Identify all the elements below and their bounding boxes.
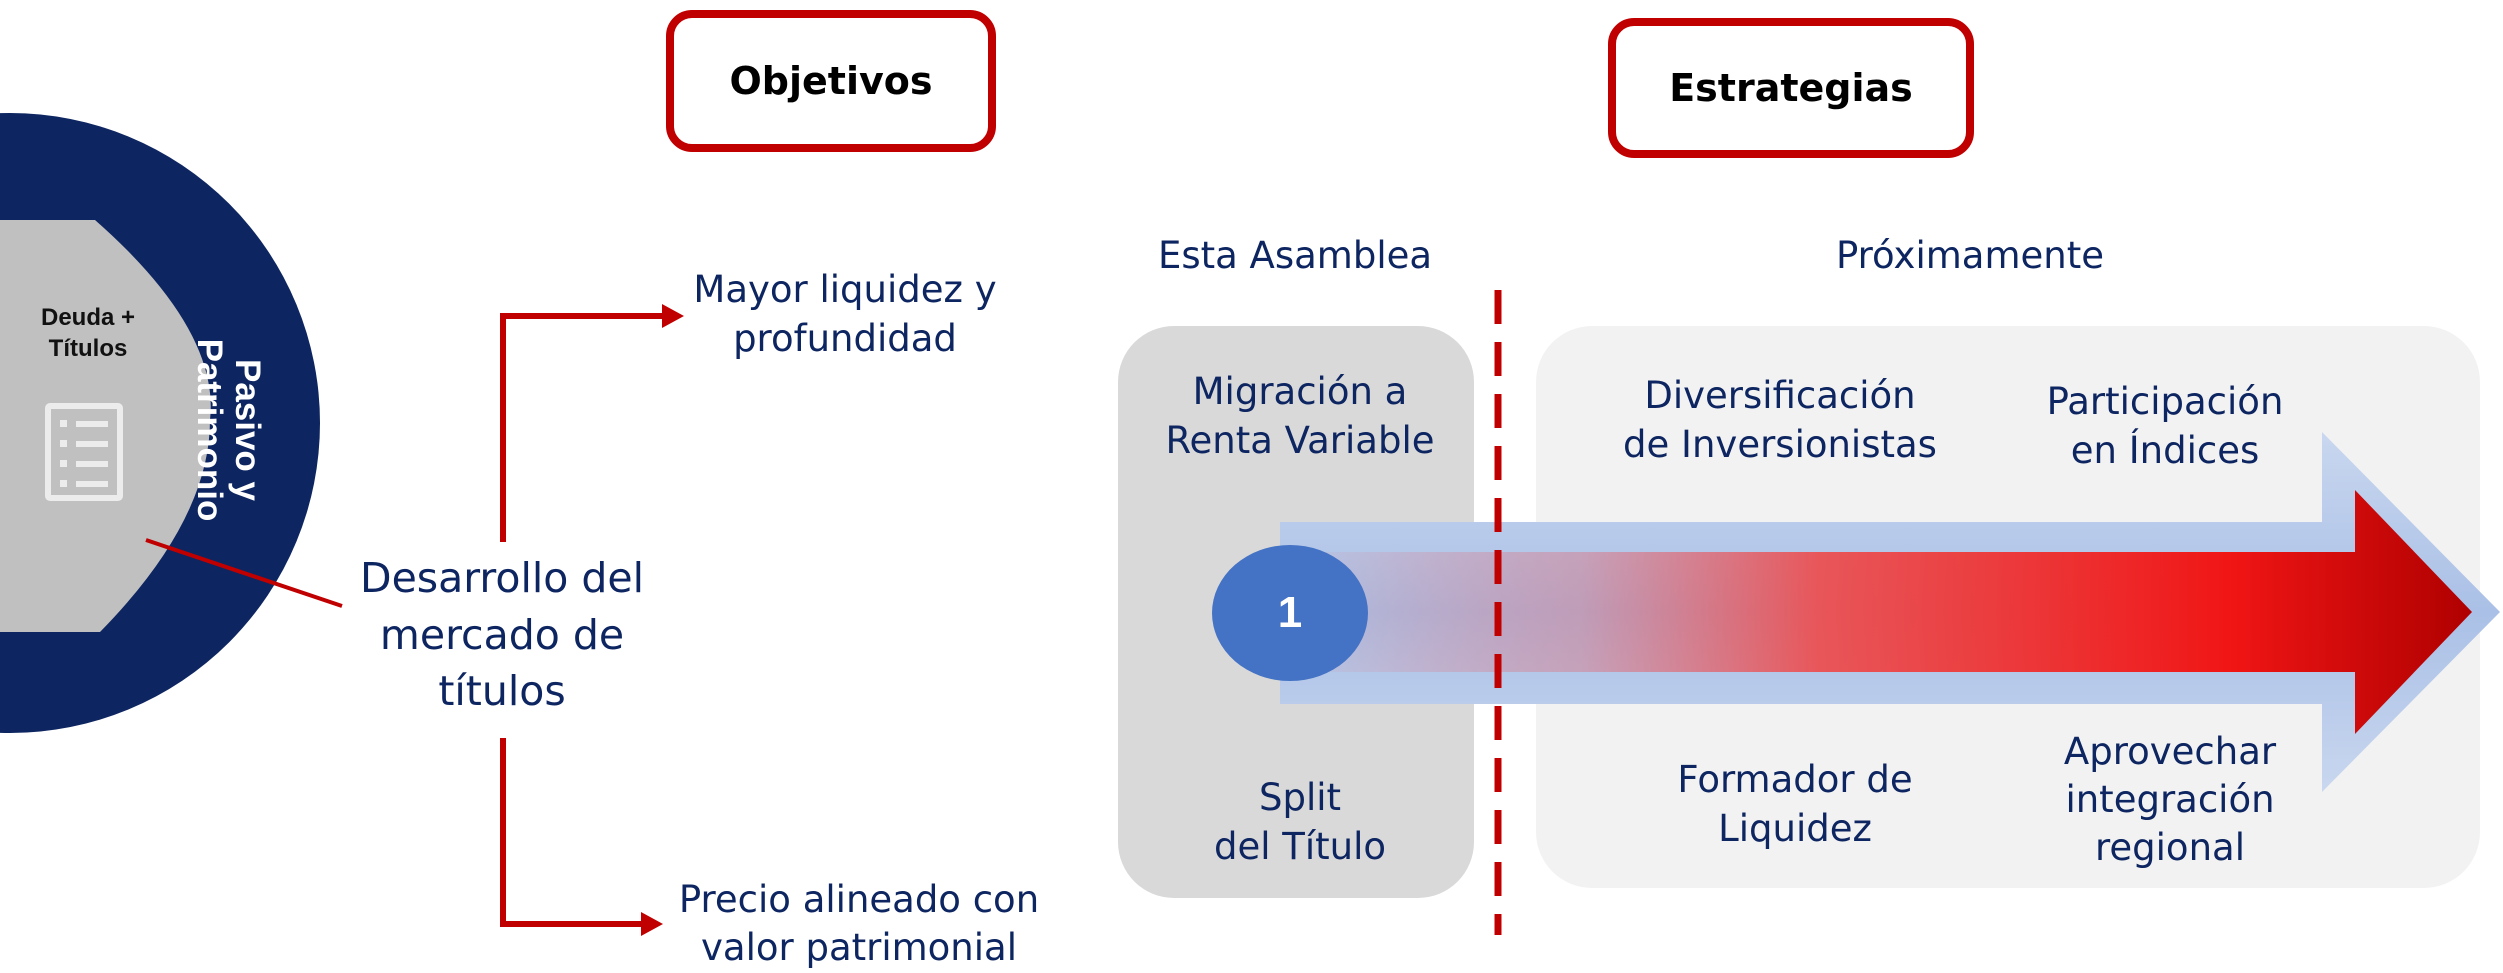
bracket-top-line	[500, 313, 666, 542]
market-maker-line2: Liquidez	[1718, 806, 1872, 850]
goal-line3: títulos	[438, 667, 566, 716]
inner-label-line1: Deuda +	[40, 304, 136, 331]
arrow-top-head	[662, 304, 684, 328]
arrow-bottom-head	[641, 912, 663, 936]
strategy-market-maker: Formador de Liquidez	[1640, 756, 1950, 854]
center-goal-text: Desarrollo del mercado de títulos	[332, 550, 672, 720]
regional-line2: integración	[2065, 778, 2275, 822]
step-number: 1	[1277, 588, 1303, 637]
split-line2: del Título	[1213, 824, 1387, 868]
strategy-split: Split del Título	[1130, 774, 1470, 872]
outer-label-line1: Pasivo y	[228, 358, 267, 502]
diversification-line1: Diversificación	[1644, 374, 1916, 417]
strategies-header: Estrategias	[1608, 18, 1974, 158]
debt-securities-label: Deuda + Títulos	[18, 302, 158, 364]
market-maker-line1: Formador de	[1677, 758, 1913, 801]
bracket-bottom-line	[500, 738, 645, 927]
objective-top-line1: Mayor liquidez y	[693, 268, 997, 311]
indices-line1: Participación	[2046, 380, 2284, 423]
migration-line2: Renta Variable	[1165, 418, 1435, 462]
goal-line1: Desarrollo del	[360, 554, 644, 602]
circle-connector-line	[145, 538, 343, 608]
strategy-diversification: Diversificación de Inversionistas	[1600, 372, 1960, 470]
objective-top-line2: profundidad	[733, 316, 957, 360]
this-assembly-label: Esta Asamblea	[1157, 234, 1433, 277]
step-circle	[1212, 545, 1368, 681]
indices-line2: en Índices	[2070, 428, 2260, 472]
objectives-header: Objetivos	[666, 10, 996, 152]
objective-price: Precio alineado con valor patrimonial	[674, 876, 1044, 972]
liabilities-equity-label: Pasivo y Patrimonio	[146, 330, 346, 522]
inner-label-line2: Títulos	[48, 335, 128, 363]
strategy-arrow-fill	[1285, 490, 2472, 734]
document-list-icon	[45, 403, 123, 501]
objective-liquidity: Mayor liquidez y profundidad	[680, 266, 1010, 364]
regional-line3: regional	[2095, 826, 2245, 870]
objective-bottom-line2: valor patrimonial	[701, 926, 1017, 970]
strategy-regional: Aprovechar integración regional	[2020, 728, 2320, 872]
split-line1: Split	[1258, 776, 1342, 819]
upcoming-label: Próximamente	[1836, 234, 2104, 277]
diversification-line2: de Inversionistas	[1623, 422, 1937, 466]
goal-line2: mercado de	[379, 610, 625, 659]
regional-line1: Aprovechar	[2063, 730, 2277, 773]
objective-bottom-line1: Precio alineado con	[678, 878, 1040, 921]
strategy-indices: Participación en Índices	[2000, 378, 2330, 476]
migration-line1: Migración a	[1192, 370, 1408, 413]
strategy-migration: Migración a Renta Variable	[1130, 368, 1470, 466]
outer-label-line2: Patrimonio	[190, 338, 230, 522]
